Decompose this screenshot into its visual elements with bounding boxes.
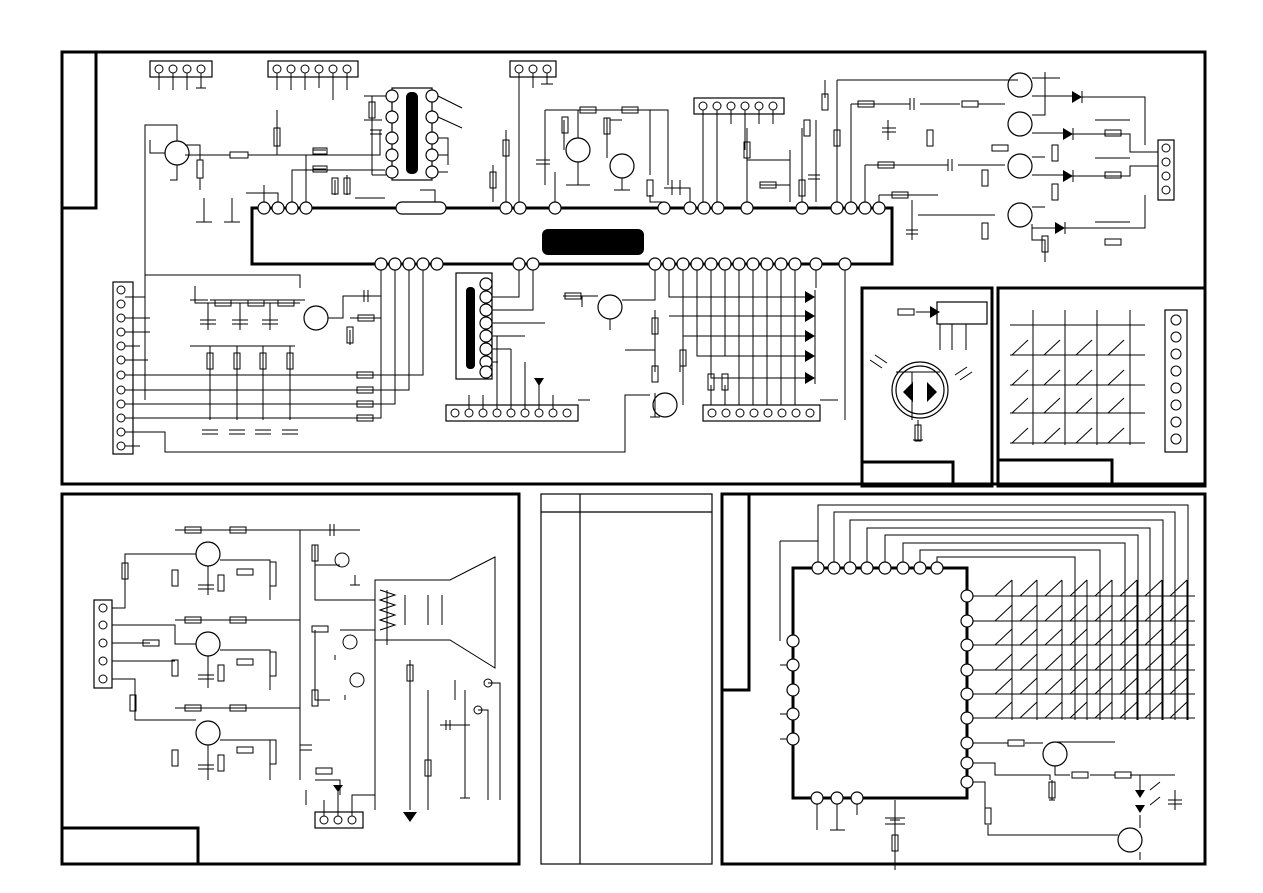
- main-ic-label-block: [542, 229, 644, 255]
- main-bottom-middle-circuit: [563, 270, 687, 418]
- keypad-matrix: [996, 286, 1207, 488]
- main-ic: [250, 206, 894, 266]
- secondary-ic: [455, 270, 545, 380]
- ir-receiver-module: [860, 286, 994, 488]
- main-control-board: [60, 50, 1207, 486]
- main-top-left-circuit: [144, 95, 463, 400]
- main-diode-matrix: [668, 270, 846, 422]
- main-top-middle-circuit: [489, 106, 691, 203]
- connector-6pin-mid: [693, 97, 785, 202]
- connector-4pin-top: [149, 60, 213, 90]
- main-top-right-circuit: [743, 72, 1175, 262]
- main-board-title-block: [60, 52, 98, 210]
- keyboard-controller: [720, 492, 1207, 870]
- connector-10pin-bottom: [445, 336, 590, 422]
- main-board-frame: [60, 50, 1207, 486]
- crt-video-output: [60, 492, 521, 866]
- parts-list-table: [540, 493, 713, 865]
- main-left-connector: [112, 270, 650, 455]
- crystal-oscillator: [395, 201, 447, 215]
- connector-6pin-top: [267, 60, 359, 100]
- flash-memory-ic: [385, 87, 439, 181]
- connector-3pin-top: [509, 60, 557, 202]
